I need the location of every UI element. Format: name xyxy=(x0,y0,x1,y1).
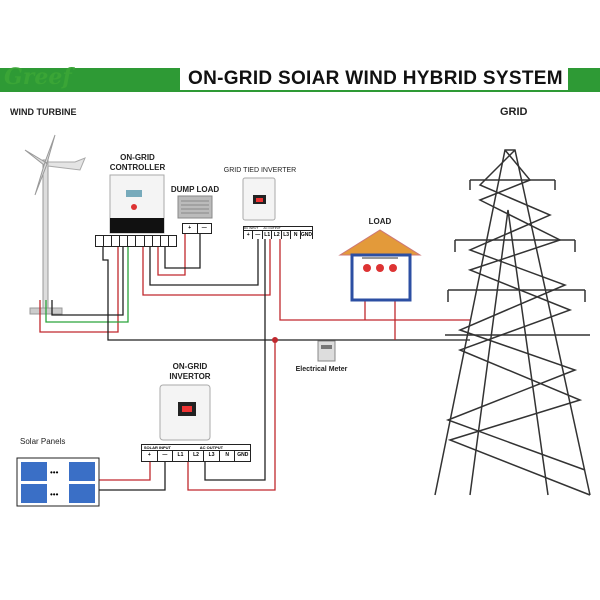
transmission-tower xyxy=(434,149,591,496)
ongrid-controller-device xyxy=(109,174,165,234)
dump-load-terminals: +— xyxy=(182,223,212,234)
ongrid-invertor-label: ON-GRID INVERTOR xyxy=(169,362,211,381)
wind-turbine xyxy=(24,134,86,315)
terminal-minus: — xyxy=(196,224,212,233)
terminal: + xyxy=(147,452,151,458)
page-title: ON-GRID SOIAR WIND HYBRID SYSTEM xyxy=(180,68,568,90)
terminal: L1 xyxy=(261,231,271,239)
load-house xyxy=(338,229,422,302)
terminal: + xyxy=(246,232,250,238)
controller-label: ON-GRID CONTROLLER xyxy=(109,153,166,172)
grid-label: GRID xyxy=(500,106,528,118)
terminal: L3 xyxy=(203,451,219,461)
electrical-meter-label: Electrical Meter xyxy=(295,366,348,373)
dc-input-label: DC INPUT xyxy=(244,226,259,230)
terminal: — xyxy=(252,231,261,239)
ac-output-label: AC OUTPUT xyxy=(263,226,281,230)
solar-panels: ••• ••• xyxy=(16,457,100,507)
ac-output-label: AC OUTPUT xyxy=(199,445,224,450)
svg-text:•••: ••• xyxy=(50,468,59,477)
logo: Greef xyxy=(4,64,72,90)
terminal: L2 xyxy=(271,231,280,239)
dump-load-device xyxy=(177,195,213,219)
solar-panels-label: Solar Panels xyxy=(20,437,66,446)
junction-dot xyxy=(272,337,278,343)
grid-tied-inverter-label: GRID TIED INVERTER xyxy=(223,167,297,174)
controller-terminal-strip xyxy=(95,235,177,247)
terminal: N xyxy=(290,231,299,239)
terminal: — xyxy=(156,451,173,461)
ongrid-invertor-device xyxy=(159,384,211,441)
terminal: L3 xyxy=(280,231,290,239)
electrical-meter xyxy=(317,340,336,362)
svg-text:•••: ••• xyxy=(50,490,59,499)
load-label: LOAD xyxy=(368,217,392,226)
wind-turbine-label: WIND TURBINE xyxy=(10,107,77,117)
grid-tied-inverter-device xyxy=(242,177,276,221)
terminal-plus: + xyxy=(188,225,192,231)
terminal: L1 xyxy=(172,451,188,461)
dump-load-label: DUMP LOAD xyxy=(170,185,220,194)
solar-input-label: SOLAR INPUT xyxy=(143,445,171,450)
terminal: GND xyxy=(234,451,250,461)
terminal: GND xyxy=(299,231,313,239)
wires xyxy=(39,232,470,491)
terminal: L2 xyxy=(187,451,204,461)
terminal: N xyxy=(218,451,235,461)
